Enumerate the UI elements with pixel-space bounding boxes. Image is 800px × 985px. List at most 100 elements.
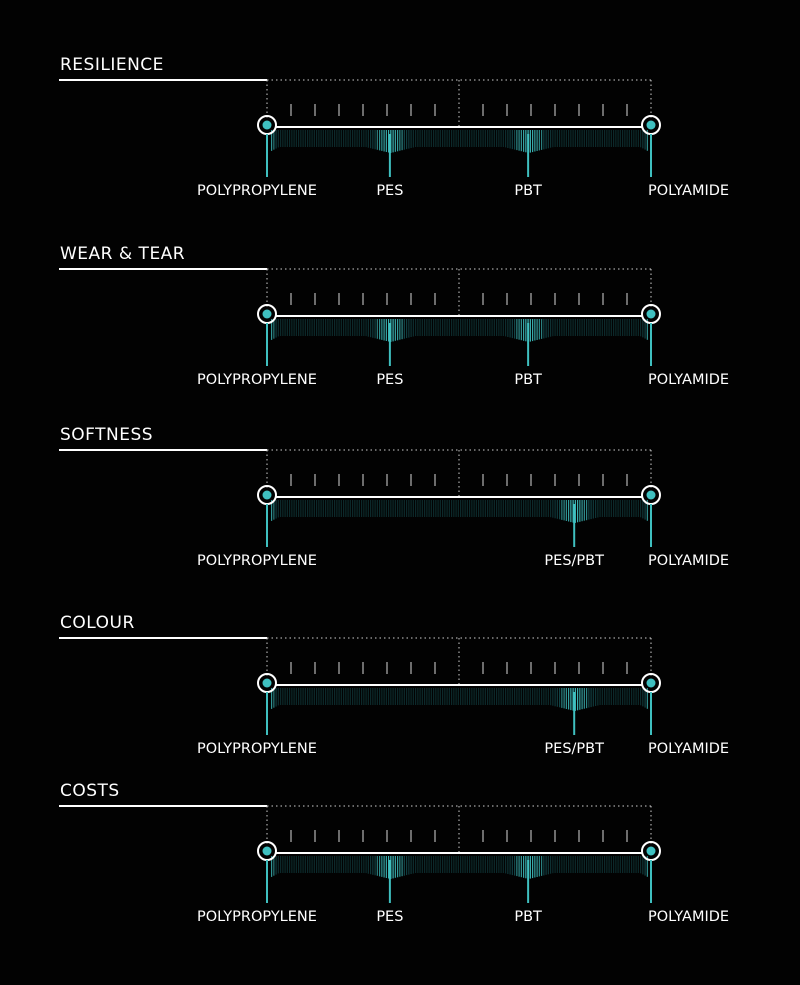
barcode-bar <box>628 500 630 517</box>
barcode-bar <box>507 130 509 148</box>
barcode-bar <box>453 856 455 873</box>
barcode-bar <box>448 130 450 147</box>
barcode-bar <box>280 500 282 517</box>
barcode-bar <box>460 500 462 517</box>
barcode-bar <box>282 130 284 147</box>
barcode-bar <box>448 319 450 336</box>
scale-title: COLOUR <box>60 613 135 633</box>
barcode-bar <box>516 130 518 151</box>
barcode-bar <box>284 688 286 705</box>
barcode-bar <box>295 319 297 336</box>
barcode-bar <box>527 688 529 705</box>
barcode-bar <box>480 856 482 873</box>
barcode-bar <box>588 856 590 873</box>
barcode-bar <box>525 856 527 879</box>
barcode-bar <box>401 130 403 151</box>
barcode-bar <box>460 856 462 873</box>
barcode-bar <box>507 319 509 337</box>
barcode-bar <box>473 856 475 873</box>
barcode-bar <box>349 688 351 705</box>
barcode-bar <box>280 319 282 336</box>
barcode-bar <box>455 130 457 147</box>
barcode-bar <box>487 319 489 336</box>
barcode-bar <box>300 500 302 517</box>
barcode-bar <box>568 856 570 873</box>
barcode-bar <box>381 688 383 705</box>
barcode-bar <box>356 130 358 147</box>
barcode-bar <box>417 130 419 147</box>
barcode-bar <box>385 500 387 517</box>
barcode-bar <box>516 500 518 517</box>
barcode-bar <box>381 130 383 151</box>
barcode-bar <box>613 130 615 147</box>
material-label: POLYAMIDE <box>648 741 729 757</box>
barcode-bar <box>399 500 401 517</box>
barcode-bar <box>412 500 414 517</box>
barcode-bar <box>311 130 313 147</box>
barcode-bar <box>502 130 504 147</box>
barcode-bar <box>322 500 324 517</box>
barcode-bar <box>565 319 567 336</box>
barcode-bar <box>462 500 464 517</box>
barcode-bar <box>604 130 606 147</box>
barcode-bar <box>601 130 603 147</box>
barcode-bar <box>336 688 338 705</box>
barcode-bar <box>599 130 601 147</box>
barcode-bar <box>541 130 543 150</box>
barcode-bar <box>518 688 520 705</box>
barcode-bar <box>286 130 288 147</box>
barcode-bar <box>498 319 500 336</box>
barcode-bar <box>604 856 606 873</box>
endpoint-dot <box>646 309 656 319</box>
barcode-bar <box>550 500 552 518</box>
barcode-bar <box>457 688 459 705</box>
barcode-bar <box>601 500 603 517</box>
barcode-bar <box>424 130 426 147</box>
barcode-bar <box>561 130 563 147</box>
barcode-bar <box>293 856 295 873</box>
barcode-bar <box>615 130 617 147</box>
barcode-bar <box>286 688 288 705</box>
barcode-bar <box>394 500 396 517</box>
barcode-bar <box>514 688 516 705</box>
endpoint-dot <box>646 678 656 688</box>
barcode-bar <box>352 130 354 147</box>
barcode-bar <box>511 319 513 339</box>
barcode-bar <box>298 500 300 517</box>
barcode-bar <box>334 500 336 517</box>
barcode-bar <box>556 688 558 707</box>
material-label: POLYAMIDE <box>648 553 729 569</box>
barcode-bar <box>631 319 633 336</box>
barcode-bar <box>473 500 475 517</box>
barcode-bar <box>547 688 549 705</box>
barcode-bar <box>354 319 356 336</box>
barcode-bar <box>644 500 646 520</box>
barcode-bar <box>628 319 630 336</box>
barcode-bar <box>590 688 592 708</box>
barcode-bar <box>300 688 302 705</box>
barcode-bar <box>424 319 426 336</box>
barcode-bar <box>410 319 412 337</box>
barcode-bar <box>428 319 430 336</box>
barcode-bar <box>320 856 322 873</box>
barcode-bar <box>574 500 576 523</box>
barcode-bar <box>462 130 464 147</box>
barcode-bar <box>523 319 525 341</box>
barcode-bar <box>550 130 552 148</box>
barcode-bar <box>302 319 304 336</box>
barcode-bar <box>300 130 302 147</box>
barcode-bar <box>388 856 390 879</box>
material-label: PES/PBT <box>544 741 604 757</box>
barcode-bar <box>338 856 340 873</box>
barcode-bar <box>478 500 480 517</box>
barcode-bar <box>289 319 291 336</box>
barcode-bar <box>282 500 284 517</box>
barcode-bar <box>608 130 610 147</box>
barcode-bar <box>583 319 585 336</box>
barcode-bar <box>433 500 435 517</box>
barcode-bar <box>313 688 315 705</box>
barcode-bar <box>644 688 646 708</box>
material-label: PES <box>376 372 403 388</box>
endpoint-dot <box>646 120 656 130</box>
